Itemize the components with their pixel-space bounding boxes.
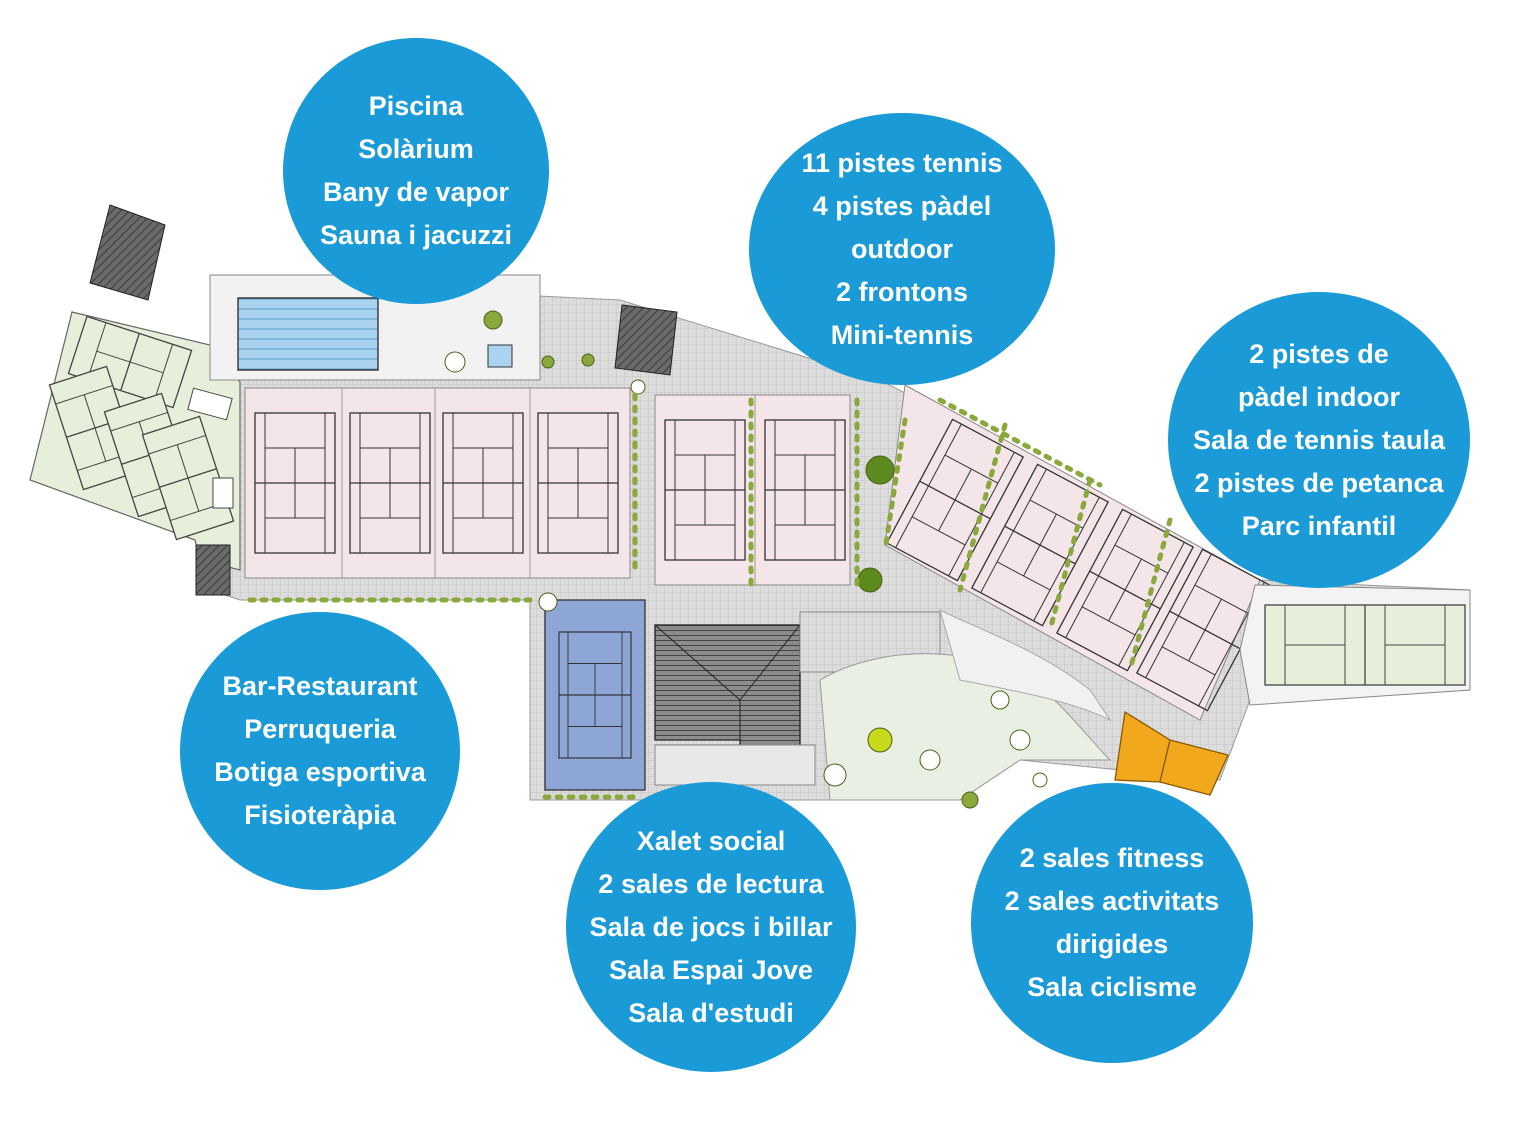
bubble-services: Bar-Restaurant Perruqueria Botiga esport… — [180, 612, 460, 890]
bubble-line: 2 pistes de petanca — [1194, 467, 1444, 498]
bubble-line: Botiga esportiva — [214, 757, 426, 787]
bubble-line: Mini-tennis — [830, 319, 974, 350]
bubble-line: Bany de vapor — [322, 177, 510, 207]
bubble-line: 11 pistes tennis — [801, 147, 1003, 178]
bubble-line: Sala de tennis taula — [1192, 424, 1446, 455]
bubble-line: Sauna i jacuzzi — [319, 220, 513, 250]
bubble-indoor-facilities: 2 pistes de pàdel indoor Sala de tennis … — [1168, 292, 1470, 588]
bubble-line: Solàrium — [358, 134, 474, 164]
bubble-line: Xalet social — [636, 825, 786, 856]
bubble-line: 2 frontons — [836, 276, 968, 307]
indoor-court — [544, 599, 646, 791]
bubble-line: Parc infantil — [1241, 510, 1397, 541]
bubble-line: Sala Espai Jove — [608, 954, 814, 985]
bubble-line: Sala d'estudi — [628, 997, 794, 1028]
bubble-fitness: 2 sales fitness 2 sales activitats dirig… — [971, 783, 1253, 1063]
bubble-line: pàdel indoor — [1238, 381, 1400, 412]
bubble-line: Sala de jocs i billar — [589, 911, 833, 942]
bubble-line: outdoor — [851, 233, 953, 264]
bubble-line: Perruqueria — [244, 714, 396, 744]
bubble-line: Fisioteràpia — [244, 800, 396, 830]
bubble-social-chalet: Xalet social 2 sales de lectura Sala de … — [566, 782, 856, 1072]
gardens — [819, 609, 1112, 801]
bubble-line: 4 pistes pàdel — [812, 190, 992, 221]
padel-area-west — [29, 311, 241, 571]
tennis-courts-west — [244, 387, 631, 579]
bubble-line: Sala ciclisme — [1027, 972, 1197, 1002]
gym-building — [1114, 710, 1229, 796]
hedge-icon — [247, 392, 1173, 800]
bubble-outdoor-courts: 11 pistes tennis 4 pistes pàdel outdoor … — [749, 113, 1055, 385]
bubble-line: 2 sales fitness — [1019, 843, 1205, 873]
bubble-line: dirigides — [1055, 929, 1169, 959]
bubble-line: 2 sales activitats — [1004, 886, 1220, 916]
bubble-line: Bar-Restaurant — [222, 671, 418, 701]
padel-area-east — [1239, 584, 1471, 706]
bubble-pool-spa: Piscina Solàrium Bany de vapor Sauna i j… — [283, 38, 549, 304]
bubble-line: Piscina — [368, 91, 464, 121]
bubble-line: 2 pistes de — [1249, 338, 1389, 369]
tree-icon — [444, 310, 1048, 809]
bubble-line: 2 sales de lectura — [598, 868, 824, 899]
building-blocks — [89, 204, 678, 596]
